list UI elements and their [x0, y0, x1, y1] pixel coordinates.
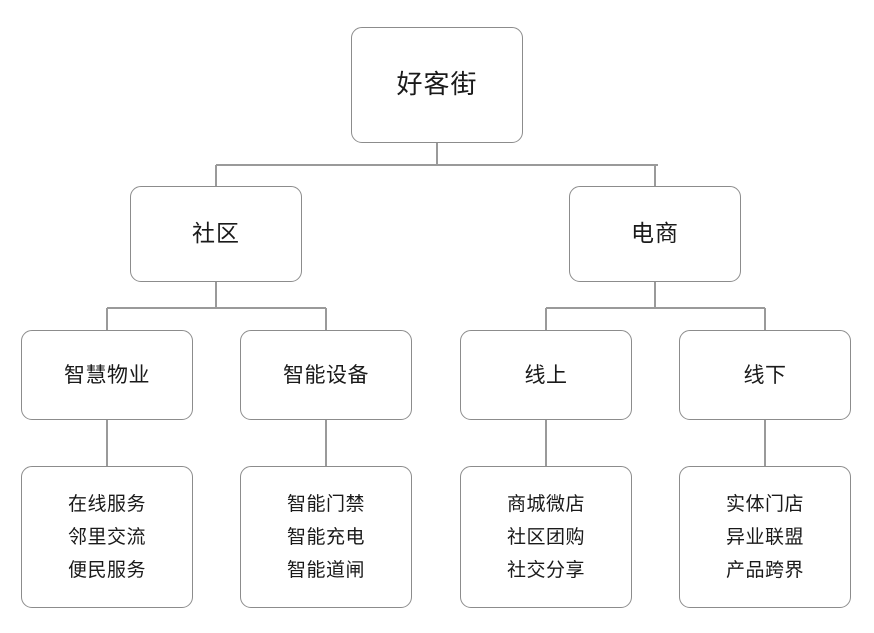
node-offline-label: 线下 [743, 363, 787, 387]
node-smart-property-label: 智慧物业 [64, 363, 150, 387]
node-smart-devices-items[interactable]: 智能门禁 智能充电 智能道闸 [240, 466, 412, 608]
node-offline-items[interactable]: 实体门店 异业联盟 产品跨界 [679, 466, 851, 608]
node-smart-property-items[interactable]: 在线服务 邻里交流 便民服务 [21, 466, 193, 608]
node-online-label: 线上 [524, 363, 568, 387]
connector-ecommerce-to-online [545, 282, 765, 330]
node-community-label: 社区 [192, 221, 240, 247]
node-ecommerce[interactable]: 电商 [569, 186, 741, 282]
connector-root-to-community [215, 143, 658, 186]
node-smart-devices[interactable]: 智能设备 [240, 330, 412, 420]
node-ecommerce-label: 电商 [631, 221, 679, 247]
node-root-label: 好客街 [396, 70, 478, 100]
node-online[interactable]: 线上 [460, 330, 632, 420]
connector-community-to-smart_property [106, 282, 326, 330]
node-smart-devices-items-label: 智能门禁 智能充电 智能道闸 [286, 492, 365, 581]
node-smart-property[interactable]: 智慧物业 [21, 330, 193, 420]
node-smart-property-items-label: 在线服务 邻里交流 便民服务 [67, 492, 146, 581]
node-community[interactable]: 社区 [130, 186, 302, 282]
node-smart-devices-label: 智能设备 [283, 363, 369, 387]
node-offline[interactable]: 线下 [679, 330, 851, 420]
node-online-items[interactable]: 商城微店 社区团购 社交分享 [460, 466, 632, 608]
node-offline-items-label: 实体门店 异业联盟 产品跨界 [725, 492, 804, 581]
node-root[interactable]: 好客街 [351, 27, 523, 143]
node-online-items-label: 商城微店 社区团购 社交分享 [506, 492, 585, 581]
